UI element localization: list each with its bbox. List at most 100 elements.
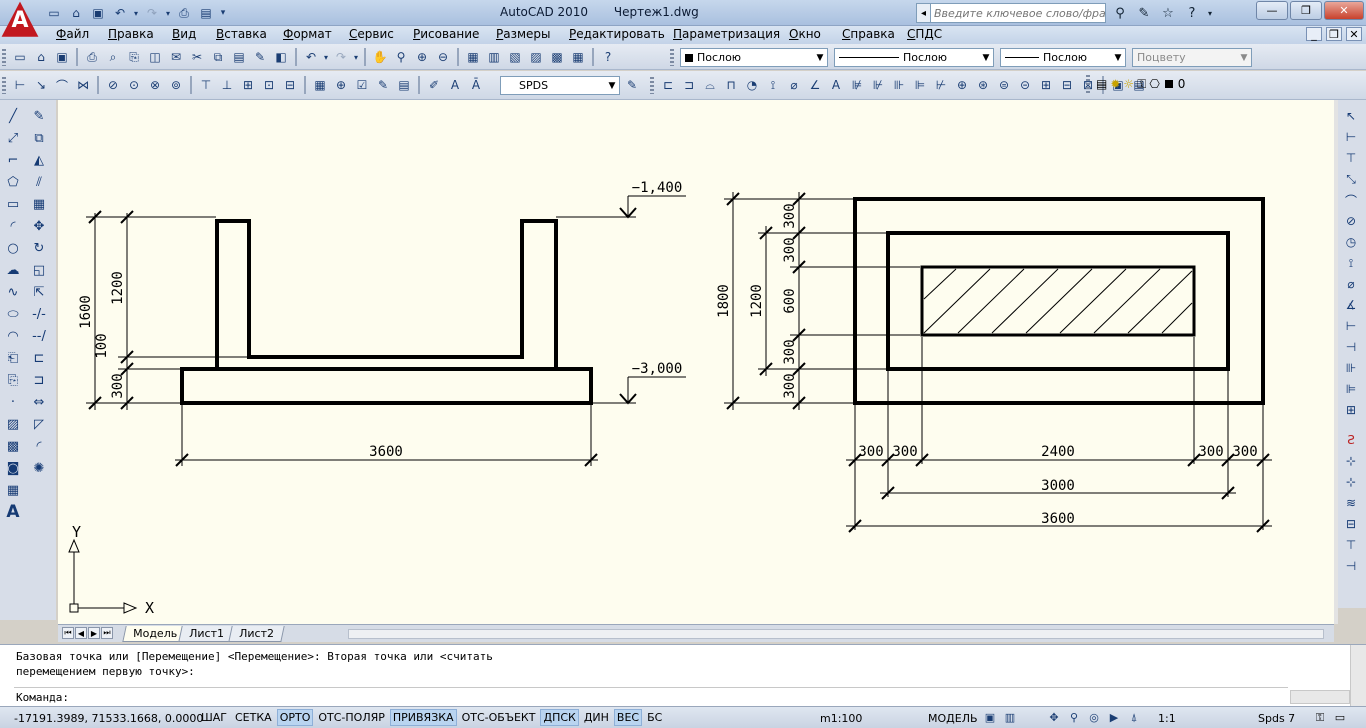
spds-pencil-icon[interactable]: ✐ xyxy=(428,78,440,92)
spds-dim-icon[interactable]: ⊟ xyxy=(284,78,296,92)
cut-icon[interactable]: ✂ xyxy=(191,50,203,64)
clean-screen-icon[interactable]: ▭ xyxy=(1334,711,1346,724)
rectangle-icon[interactable]: ▭ xyxy=(6,196,20,212)
publish-icon[interactable]: ⎘ xyxy=(129,49,139,64)
select-arrow-icon[interactable]: ↖ xyxy=(1345,109,1357,123)
dim-radius-icon[interactable]: ◷ xyxy=(1345,235,1357,249)
dim-diameter-icon[interactable]: ⌀ xyxy=(1347,277,1355,291)
quickcalc-icon[interactable]: ▦ xyxy=(572,50,584,64)
dim-jogged-icon[interactable]: ⟟ xyxy=(1348,255,1354,270)
mode-grid[interactable]: СЕТКА xyxy=(235,711,272,724)
help-icon[interactable]: ? xyxy=(1188,5,1196,21)
menu-format[interactable]: Формат xyxy=(283,27,332,41)
dim-text-icon[interactable]: A xyxy=(831,78,841,92)
mode-snap[interactable]: ШАГ xyxy=(201,711,227,724)
zoom-realtime-icon[interactable]: ⚲ xyxy=(396,50,406,64)
mode-lwt[interactable]: ВЕС xyxy=(613,709,643,726)
spds-section-icon[interactable]: ⊗ xyxy=(149,78,161,92)
color-control[interactable]: Послою ▼ xyxy=(680,48,828,67)
spds-attr-icon[interactable]: ▤ xyxy=(398,78,410,92)
menu-view[interactable]: Вид xyxy=(172,27,197,41)
dim-textedit-icon[interactable]: ⊝ xyxy=(1019,78,1031,92)
hatch-icon[interactable]: ▨ xyxy=(6,416,20,432)
chevron-down-icon[interactable]: ▼ xyxy=(1237,49,1251,66)
chevron-down-icon[interactable]: ▼ xyxy=(1111,49,1125,66)
dim-space-icon[interactable]: ⊪ xyxy=(1345,361,1357,375)
dim-arc-length-icon[interactable]: ⌒ xyxy=(1344,193,1357,208)
publish-icon[interactable]: ▤ xyxy=(200,6,212,20)
open-file-icon[interactable]: ⌂ xyxy=(72,6,80,20)
restore-button[interactable]: ❐ xyxy=(1290,1,1322,20)
explode-icon[interactable]: ✺ xyxy=(33,460,45,476)
dim-tolerance-icon[interactable]: ⊞ xyxy=(1345,403,1357,417)
doc-minimize-button[interactable]: _ xyxy=(1306,27,1322,41)
mode-ortho[interactable]: ОРТО xyxy=(276,709,314,726)
stretch-icon[interactable]: ⇱ xyxy=(33,284,45,300)
plot-preview-icon[interactable]: ⌕ xyxy=(109,49,117,64)
dim-aligned-icon[interactable]: ⊐ xyxy=(683,78,695,92)
customize-quick-access-icon[interactable]: ▾ xyxy=(220,8,226,18)
menu-help[interactable]: Справка xyxy=(842,27,895,41)
spds-table-icon[interactable]: ▦ xyxy=(314,78,326,92)
dim-edit-icon[interactable]: ⊜ xyxy=(998,78,1010,92)
spds-leader-icon[interactable]: ↘ xyxy=(35,78,47,92)
toolbar-grip[interactable] xyxy=(670,48,674,66)
copy-object-icon[interactable]: ⧉ xyxy=(34,130,44,146)
mode-otrack[interactable]: ОТС-ОБЪЕКТ xyxy=(461,711,536,724)
zoom-window-icon[interactable]: ⊕ xyxy=(416,50,428,64)
dim-baseline-icon[interactable]: ⊯ xyxy=(851,78,863,92)
dim-continue-icon[interactable]: ⊣ xyxy=(1345,340,1357,354)
dim-jogged-icon[interactable]: ⟟ xyxy=(770,77,776,92)
table-icon[interactable]: ▦ xyxy=(6,482,20,498)
move-icon[interactable]: ✥ xyxy=(33,218,45,234)
construction-line-icon[interactable]: ⤢ xyxy=(7,130,19,146)
spds-frame-icon[interactable]: ⊡ xyxy=(263,78,275,92)
application-menu-button[interactable]: A xyxy=(1,1,39,37)
last-tab-icon[interactable]: ⏭ xyxy=(101,627,113,639)
linetype-control[interactable]: Послою ▼ xyxy=(834,48,994,67)
pan-icon[interactable]: ✋ xyxy=(372,50,388,64)
break-at-point-icon[interactable]: ⊏ xyxy=(33,350,45,366)
text-style-control[interactable]: SPDS ▼ xyxy=(500,76,620,95)
menu-window[interactable]: Окно xyxy=(789,27,821,41)
layer-control[interactable]: ▤ ✹ ☼ ⚿ ⎔ 0 xyxy=(1086,75,1185,93)
break-icon[interactable]: ⊐ xyxy=(33,372,45,388)
dim-ordinate-icon[interactable]: ⊘ xyxy=(1345,214,1357,228)
dim-space-icon[interactable]: ⊪ xyxy=(893,78,905,92)
dim-ordinate-icon[interactable]: ⊓ xyxy=(726,78,736,92)
new-file-icon[interactable]: ▭ xyxy=(48,6,60,20)
plot-icon[interactable]: ⎙ xyxy=(179,5,189,20)
workspace-switch[interactable]: Spds 7 xyxy=(1258,712,1296,725)
offset-icon[interactable]: ⫽ xyxy=(36,174,42,190)
match-properties-icon[interactable]: ✎ xyxy=(254,50,266,64)
chevron-down-icon[interactable]: ▼ xyxy=(979,49,993,66)
rotate-icon[interactable]: ↻ xyxy=(33,240,45,256)
minimize-button[interactable]: — xyxy=(1256,1,1288,20)
dim-break-icon[interactable]: ⊫ xyxy=(914,78,926,92)
menu-tools[interactable]: Сервис xyxy=(349,27,394,41)
chevron-down-icon[interactable]: ▼ xyxy=(813,49,827,66)
properties-icon[interactable]: ▦ xyxy=(467,50,479,64)
dim-update-icon[interactable]: ⊟ xyxy=(1345,517,1357,531)
erase-icon[interactable]: ✎ xyxy=(33,108,45,124)
vertical-scrollbar[interactable] xyxy=(1334,100,1338,624)
drawing-canvas[interactable]: 1600 1200 100 300 3600 xyxy=(58,100,1334,624)
binoculars-search-icon[interactable]: ⚲ xyxy=(1115,5,1125,21)
dim-tolerance-icon[interactable]: ⊬ xyxy=(935,78,947,92)
menu-dimension[interactable]: Размеры xyxy=(496,27,551,41)
help-dropdown-icon[interactable]: ▾ xyxy=(1207,8,1212,18)
spds-break-icon[interactable]: ⋈ xyxy=(77,78,89,92)
menu-edit[interactable]: Правка xyxy=(108,27,154,41)
point-icon[interactable]: · xyxy=(10,394,16,410)
first-tab-icon[interactable]: ⏮ xyxy=(62,627,74,639)
close-button[interactable]: ✕ xyxy=(1324,1,1364,20)
dim-angular-icon[interactable]: ∡ xyxy=(1345,298,1357,312)
doc-close-button[interactable]: ✕ xyxy=(1346,27,1362,41)
spds-arc-icon[interactable]: ⌒ xyxy=(55,78,68,93)
dim-edit-icon[interactable]: ⊹ xyxy=(1345,454,1357,468)
spds-view-icon[interactable]: ⊚ xyxy=(170,78,182,92)
zoom-previous-icon[interactable]: ⊖ xyxy=(437,50,449,64)
mode-dyn[interactable]: ДИН xyxy=(583,711,609,724)
menu-parametric[interactable]: Параметризация xyxy=(673,27,781,41)
region-icon[interactable]: ◙ xyxy=(6,460,20,476)
